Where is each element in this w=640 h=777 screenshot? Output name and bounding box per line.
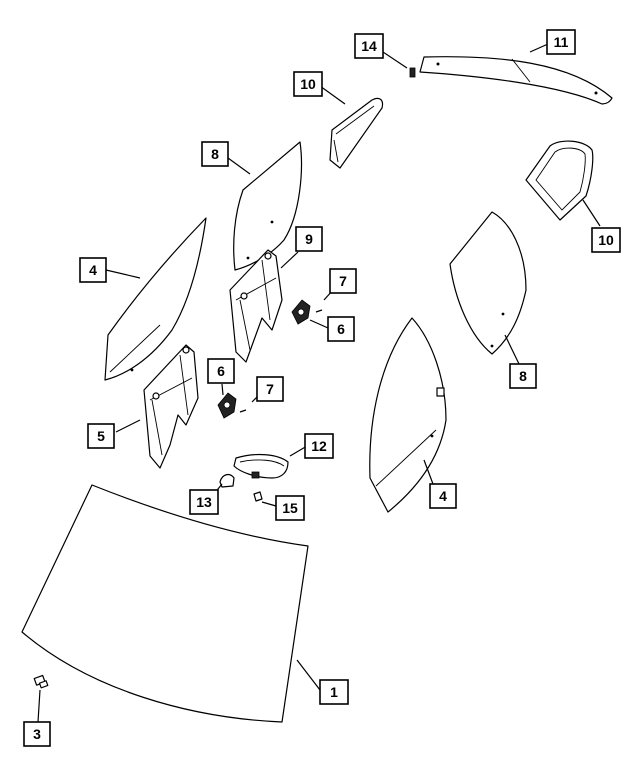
callout-label: 3 bbox=[33, 726, 41, 742]
callout-label: 7 bbox=[339, 273, 347, 289]
callout-label: 6 bbox=[337, 321, 345, 337]
door-glass-rear bbox=[449, 211, 527, 355]
roof-glass bbox=[419, 56, 613, 105]
callout-9: 9 bbox=[295, 226, 323, 252]
callout-label: 9 bbox=[305, 231, 313, 247]
door-glass-right bbox=[369, 317, 447, 513]
windshield bbox=[21, 484, 309, 723]
screw-upper bbox=[315, 309, 323, 313]
callout-label: 10 bbox=[598, 232, 614, 248]
rearview-mirror bbox=[233, 453, 289, 479]
callout-5: 5 bbox=[87, 423, 115, 449]
callout-10-left: 10 bbox=[293, 71, 323, 97]
callout-label: 4 bbox=[439, 488, 447, 504]
callout-1: 1 bbox=[319, 679, 349, 705]
callout-6-upper: 6 bbox=[327, 316, 355, 342]
quarter-glass-right bbox=[525, 140, 594, 221]
callout-label: 11 bbox=[554, 34, 569, 50]
callout-label: 8 bbox=[519, 368, 527, 384]
callout-12: 12 bbox=[304, 433, 334, 459]
callout-6-lower: 6 bbox=[207, 358, 235, 384]
callout-label: 8 bbox=[211, 146, 219, 162]
callout-label: 13 bbox=[196, 494, 212, 510]
door-glass-left bbox=[104, 217, 207, 381]
callout-13: 13 bbox=[189, 489, 219, 515]
callout-label: 12 bbox=[311, 438, 327, 454]
callout-label: 14 bbox=[361, 38, 377, 54]
callout-label: 15 bbox=[282, 500, 298, 516]
callout-label: 6 bbox=[217, 363, 225, 379]
quarter-glass-left bbox=[329, 97, 384, 169]
window-motor-upper bbox=[291, 299, 311, 325]
callout-4-right: 4 bbox=[429, 483, 457, 509]
callout-7-lower: 7 bbox=[256, 376, 284, 402]
window-regulator-lower bbox=[143, 344, 199, 469]
windshield-clip bbox=[33, 674, 49, 689]
leader-lines bbox=[37, 43, 601, 723]
callout-8-right: 8 bbox=[509, 363, 537, 389]
callout-8-upper: 8 bbox=[201, 141, 229, 167]
fastener-14 bbox=[409, 67, 416, 78]
callout-label: 7 bbox=[266, 381, 274, 397]
callout-10-right: 10 bbox=[591, 227, 621, 253]
callout-11: 11 bbox=[546, 29, 576, 55]
callout-label: 4 bbox=[89, 262, 97, 278]
callout-3: 3 bbox=[23, 721, 51, 747]
callout-14: 14 bbox=[354, 33, 384, 59]
callout-4-left: 4 bbox=[79, 257, 107, 283]
mirror-mount bbox=[253, 491, 263, 502]
screw-lower bbox=[239, 409, 247, 413]
mirror-cover bbox=[219, 473, 235, 488]
callout-7-upper: 7 bbox=[329, 268, 357, 294]
window-regulator-upper bbox=[229, 249, 283, 363]
callout-label: 1 bbox=[330, 684, 338, 700]
callout-label: 10 bbox=[300, 76, 316, 92]
callout-label: 5 bbox=[97, 428, 105, 444]
callout-15: 15 bbox=[275, 495, 305, 521]
window-motor-lower bbox=[217, 392, 237, 419]
